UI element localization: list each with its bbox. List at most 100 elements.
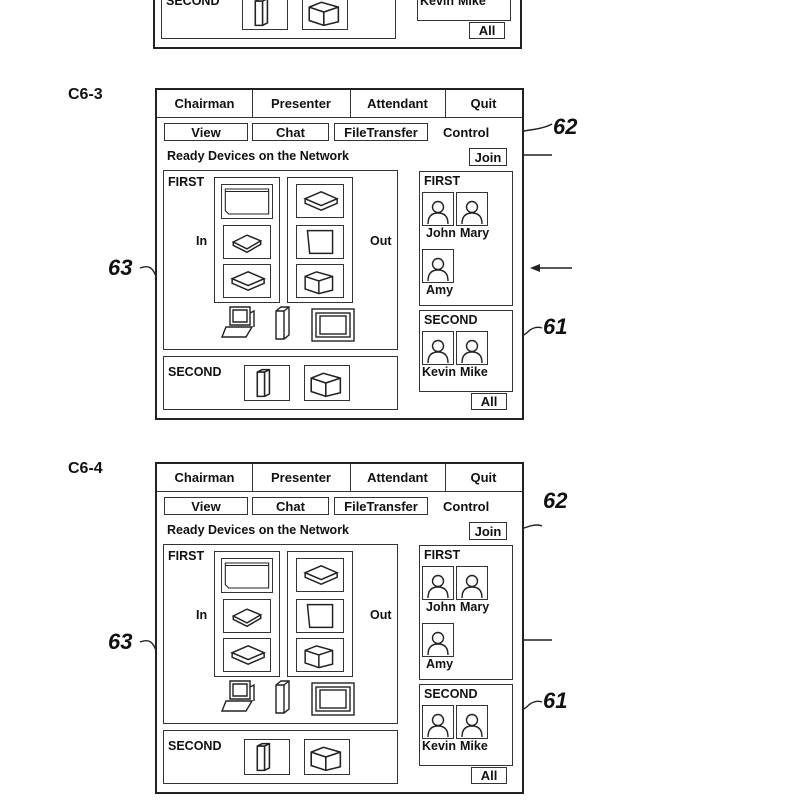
member-name: Mary bbox=[460, 600, 490, 614]
ref-numeral-join: 62 bbox=[543, 488, 568, 513]
filetransfer-button[interactable]: FileTransfer bbox=[334, 123, 428, 141]
device-screen-icon[interactable] bbox=[221, 558, 273, 593]
device-disk-icon[interactable] bbox=[296, 184, 344, 218]
tab-quit[interactable]: Quit bbox=[445, 464, 522, 492]
view-button[interactable]: View bbox=[164, 123, 248, 141]
out-label: Out bbox=[370, 234, 392, 248]
member-group-label: FIRST bbox=[424, 174, 461, 188]
in-label: In bbox=[196, 234, 208, 248]
person-icon bbox=[461, 713, 483, 737]
avatar-john[interactable] bbox=[422, 566, 454, 600]
tab-attendant[interactable]: Attendant bbox=[350, 90, 446, 118]
second-device-group-label: SECOND bbox=[168, 365, 222, 379]
member-name: Kevin bbox=[422, 739, 457, 753]
all-button[interactable]: All bbox=[469, 22, 505, 39]
display-icon[interactable] bbox=[310, 307, 356, 343]
output-devices-column bbox=[287, 551, 353, 677]
all-button[interactable]: All bbox=[471, 767, 507, 784]
ref-numeral-devices: 63 bbox=[108, 255, 133, 280]
device-printer-icon[interactable] bbox=[304, 739, 350, 775]
tab-presenter[interactable]: Presenter bbox=[252, 464, 351, 492]
ready-devices-title: Ready Devices on the Network bbox=[167, 523, 350, 537]
device-disk-icon[interactable] bbox=[223, 638, 271, 672]
all-button[interactable]: All bbox=[471, 393, 507, 410]
avatar-kevin[interactable] bbox=[422, 705, 454, 739]
chat-button[interactable]: Chat bbox=[252, 497, 329, 515]
tab-presenter[interactable]: Presenter bbox=[252, 90, 351, 118]
device-scanner-icon[interactable] bbox=[223, 599, 271, 633]
in-label: In bbox=[196, 608, 208, 622]
person-icon bbox=[427, 713, 449, 737]
person-icon bbox=[427, 339, 449, 363]
filetransfer-button[interactable]: FileTransfer bbox=[334, 497, 428, 515]
second-device-group: SECOND bbox=[163, 730, 398, 784]
device-disk-icon[interactable] bbox=[223, 264, 271, 298]
member-name: Kevin bbox=[422, 365, 457, 379]
avatar-mary[interactable] bbox=[456, 192, 488, 226]
avatar-kevin[interactable] bbox=[422, 331, 454, 365]
avatar-mike[interactable] bbox=[456, 331, 488, 365]
member-name: Mike bbox=[460, 739, 488, 753]
output-devices-column bbox=[287, 177, 353, 303]
join-button[interactable]: Join bbox=[469, 148, 507, 166]
display-icon[interactable] bbox=[310, 681, 356, 717]
person-icon bbox=[427, 631, 449, 655]
join-button[interactable]: Join bbox=[469, 522, 507, 540]
device-screen-icon[interactable] bbox=[221, 184, 273, 219]
avatar-amy[interactable] bbox=[422, 623, 454, 657]
avatar-mike[interactable] bbox=[456, 705, 488, 739]
member-name: John bbox=[426, 226, 456, 240]
avatar-amy[interactable] bbox=[422, 249, 454, 283]
tab-chairman[interactable]: Chairman bbox=[157, 464, 253, 492]
device-printer-icon[interactable] bbox=[296, 638, 344, 672]
arrowhead-icon bbox=[530, 264, 540, 272]
member-group-label: SECOND bbox=[424, 687, 478, 701]
tab-chairman[interactable]: Chairman bbox=[157, 90, 253, 118]
member-name: Mike bbox=[460, 365, 488, 379]
view-button[interactable]: View bbox=[164, 497, 248, 515]
computer-icon[interactable] bbox=[220, 305, 260, 341]
member-name: John bbox=[426, 600, 456, 614]
member-group-label: SECOND bbox=[424, 313, 478, 327]
avatar-john[interactable] bbox=[422, 192, 454, 226]
device-printer-icon[interactable] bbox=[302, 0, 348, 30]
figure-label: C6-4 bbox=[68, 460, 103, 477]
ready-devices-title: Ready Devices on the Network bbox=[167, 149, 350, 163]
device-tower-icon[interactable] bbox=[242, 0, 288, 30]
device-panel-icon[interactable] bbox=[296, 225, 344, 259]
person-icon bbox=[461, 339, 483, 363]
person-icon bbox=[427, 574, 449, 598]
tab-attendant[interactable]: Attendant bbox=[350, 464, 446, 492]
tower-icon[interactable] bbox=[270, 305, 294, 343]
ref-numeral-members: 61 bbox=[543, 314, 568, 339]
second-device-group-label: SECOND bbox=[166, 0, 220, 8]
member-name: Mary bbox=[460, 226, 490, 240]
member-name: Amy bbox=[426, 657, 454, 671]
member-group-label: FIRST bbox=[424, 548, 461, 562]
device-printer-icon[interactable] bbox=[296, 264, 344, 298]
chat-button[interactable]: Chat bbox=[252, 123, 329, 141]
conference-window: ChairmanPresenterAttendantQuitViewChatFi… bbox=[153, 0, 522, 49]
device-scanner-icon[interactable] bbox=[223, 225, 271, 259]
first-device-group-label: FIRST bbox=[168, 549, 205, 563]
tab-quit[interactable]: Quit bbox=[445, 90, 522, 118]
person-icon bbox=[461, 574, 483, 598]
device-printer-icon[interactable] bbox=[304, 365, 350, 401]
control-label[interactable]: Control bbox=[443, 125, 490, 140]
computer-icon[interactable] bbox=[220, 679, 260, 715]
avatar-mary[interactable] bbox=[456, 566, 488, 600]
device-panel-icon[interactable] bbox=[296, 599, 344, 633]
device-disk-icon[interactable] bbox=[296, 558, 344, 592]
tower-icon[interactable] bbox=[270, 679, 294, 717]
control-label[interactable]: Control bbox=[443, 499, 490, 514]
device-tower-icon[interactable] bbox=[244, 365, 290, 401]
device-tower-icon[interactable] bbox=[244, 739, 290, 775]
